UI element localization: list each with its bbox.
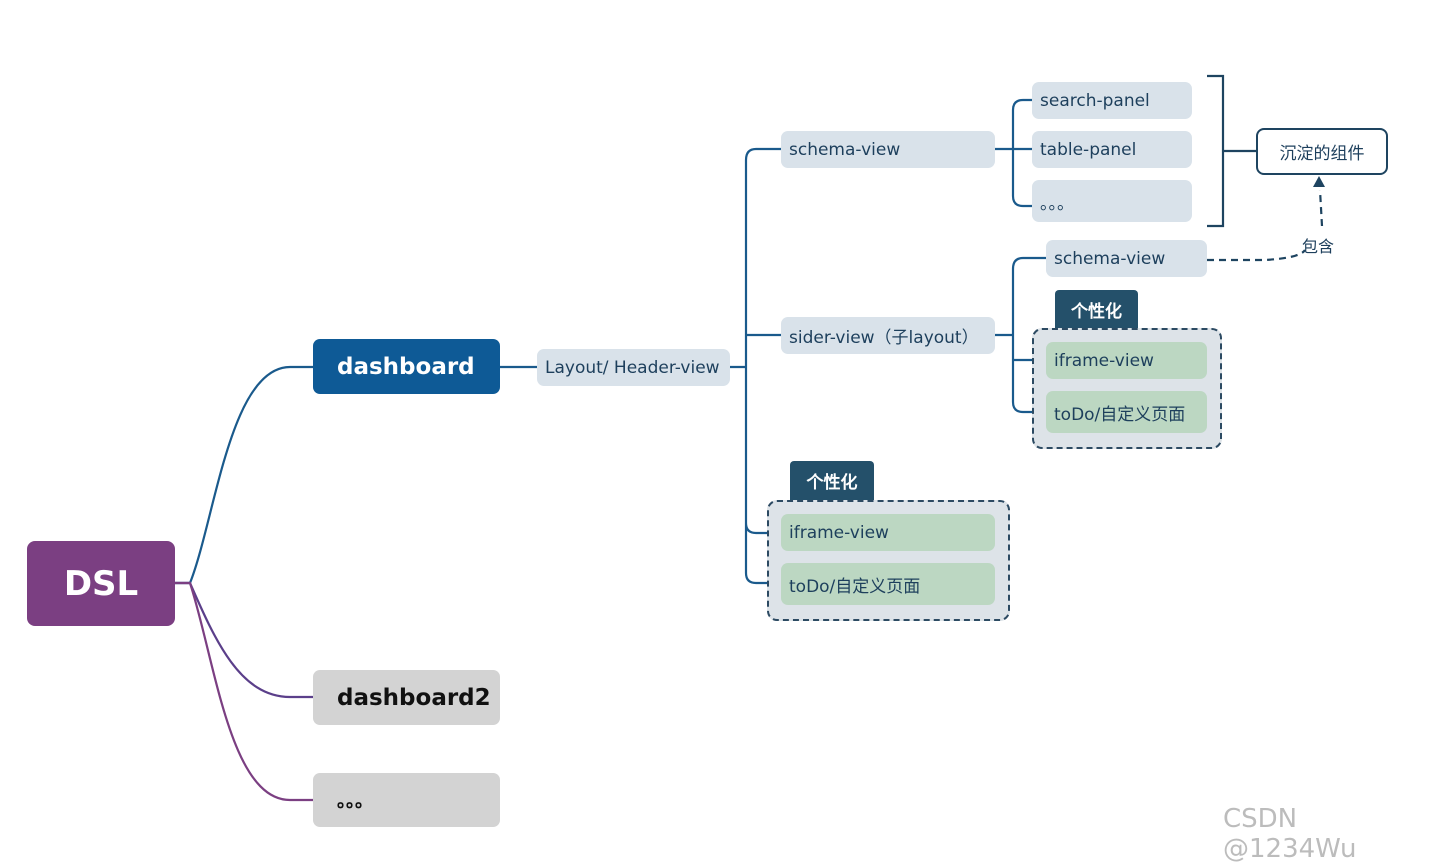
link-dsl-more bbox=[175, 581, 313, 802]
sider-view-node[interactable]: sider-view（子layout） bbox=[781, 317, 995, 354]
link-layout-views bbox=[730, 147, 781, 585]
link-schema-children bbox=[995, 98, 1032, 208]
link-sider-children bbox=[995, 256, 1046, 414]
sider-iframe-view-node[interactable]: iframe-view bbox=[1046, 342, 1207, 379]
branch-label: 。。。 bbox=[337, 791, 373, 812]
root-label: DSL bbox=[63, 563, 139, 604]
branch-dashboard[interactable]: dashboard bbox=[313, 339, 500, 394]
child-label: 。。。 bbox=[1040, 193, 1074, 214]
group-item-label: iframe-view bbox=[1054, 350, 1154, 371]
table-panel-node[interactable]: table-panel bbox=[1032, 131, 1192, 168]
watermark: CSDN @1234Wu bbox=[1223, 804, 1357, 864]
branch-dashboard2[interactable]: dashboard2 bbox=[313, 670, 500, 725]
child-label: schema-view bbox=[1054, 248, 1166, 269]
group-item-label: toDo/自定义页面 bbox=[789, 576, 921, 597]
root-dsl[interactable]: DSL bbox=[27, 541, 175, 626]
layout-header-view[interactable]: Layout/ Header-view bbox=[537, 349, 730, 386]
group-item-label: toDo/自定义页面 bbox=[1054, 404, 1186, 425]
direct-custom-tag: 个性化 bbox=[790, 461, 874, 500]
summary-bracket bbox=[1207, 74, 1256, 228]
branch-label: dashboard2 bbox=[337, 684, 491, 711]
branch-more[interactable]: 。。。 bbox=[313, 773, 500, 827]
schema-view-node[interactable]: schema-view bbox=[781, 131, 995, 168]
link-dsl-dashboard bbox=[175, 365, 313, 585]
view-label: sider-view（子layout） bbox=[789, 328, 979, 348]
layout-label: Layout/ Header-view bbox=[545, 357, 720, 378]
relation-arrow-line bbox=[1207, 189, 1324, 262]
more-components-node[interactable]: 。。。 bbox=[1032, 180, 1192, 222]
summary-label: 沉淀的组件 bbox=[1279, 144, 1365, 164]
link-dsl-dashboard2 bbox=[175, 581, 313, 699]
search-panel-node[interactable]: search-panel bbox=[1032, 82, 1192, 119]
sider-schema-view-node[interactable]: schema-view bbox=[1046, 240, 1207, 277]
sider-todo-node[interactable]: toDo/自定义页面 bbox=[1046, 391, 1207, 433]
relation-arrowhead bbox=[1313, 176, 1325, 187]
sider-custom-tag: 个性化 bbox=[1055, 290, 1138, 328]
child-label: table-panel bbox=[1040, 139, 1137, 160]
iframe-view-node[interactable]: iframe-view bbox=[781, 514, 995, 551]
view-label: schema-view bbox=[789, 139, 901, 160]
relation-label: 包含 bbox=[1302, 237, 1335, 256]
summary-components[interactable]: 沉淀的组件 bbox=[1256, 128, 1388, 175]
group-item-label: iframe-view bbox=[789, 522, 889, 543]
todo-custom-page-node[interactable]: toDo/自定义页面 bbox=[781, 563, 995, 605]
child-label: search-panel bbox=[1040, 90, 1150, 111]
branch-label: dashboard bbox=[337, 353, 475, 380]
